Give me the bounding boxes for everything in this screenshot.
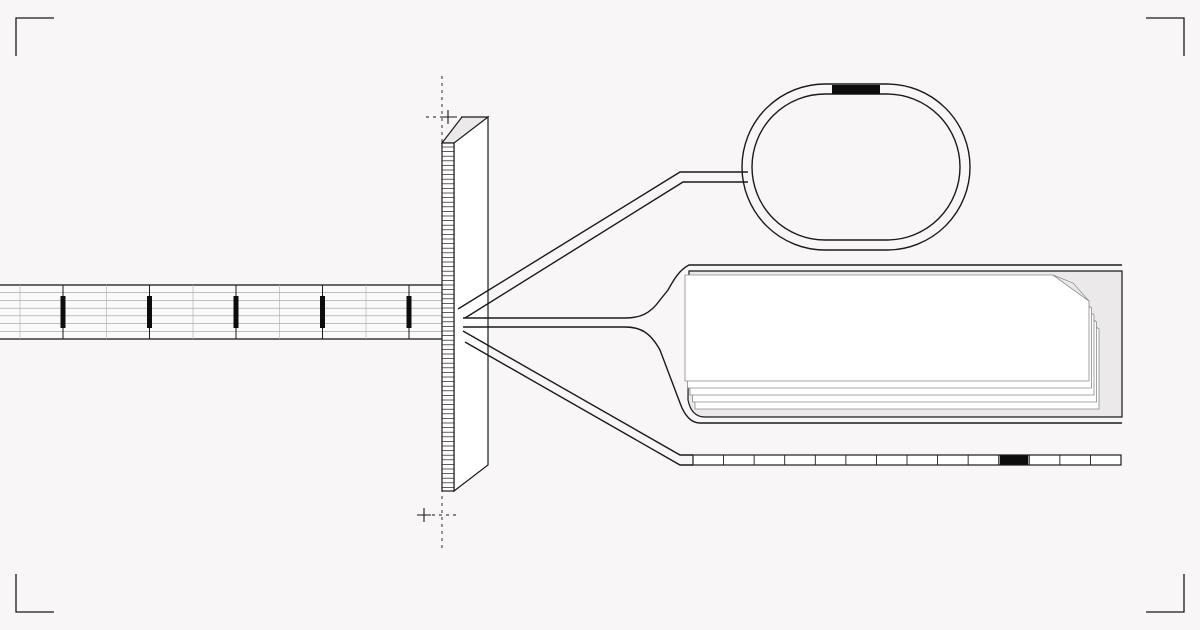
page-sheet bbox=[684, 274, 1090, 382]
crosshair-icon bbox=[417, 508, 431, 522]
input-tape-marks bbox=[19, 285, 412, 339]
input-tape-marker bbox=[147, 296, 152, 328]
output-tape-cells bbox=[723, 455, 1091, 465]
corner-bracket-icon bbox=[1146, 574, 1185, 613]
input-tape-marker bbox=[406, 296, 412, 328]
corner-bracket-icon bbox=[15, 574, 54, 613]
output-tape bbox=[692, 454, 1122, 466]
corner-bracket-icon bbox=[1146, 17, 1185, 56]
corner-brackets bbox=[15, 17, 1185, 613]
loop-track-outer bbox=[741, 83, 971, 251]
tube-middle bbox=[463, 264, 1122, 424]
input-tape-lines bbox=[0, 292, 442, 332]
input-tape-marker bbox=[320, 296, 325, 328]
loop-track bbox=[741, 83, 971, 251]
corner-bracket-icon bbox=[15, 17, 54, 56]
page-fold bbox=[1052, 274, 1090, 302]
page-stack bbox=[684, 274, 1100, 410]
loop-track-inner bbox=[751, 93, 961, 241]
tube-upper bbox=[457, 171, 748, 319]
crosshair-icon bbox=[441, 110, 455, 124]
tube-lower bbox=[462, 330, 693, 466]
output-tape-marker bbox=[999, 455, 1029, 465]
scanner-plate-ticks bbox=[442, 146, 454, 488]
output-tray bbox=[684, 270, 1123, 418]
input-tape-body bbox=[0, 284, 449, 340]
branch-tubes bbox=[457, 171, 1122, 466]
scanner-plate-side bbox=[453, 115, 489, 493]
input-tape-marker bbox=[233, 296, 239, 328]
input-tape bbox=[0, 284, 449, 340]
loop-track-marker bbox=[832, 85, 880, 94]
input-tape-marker bbox=[60, 296, 66, 328]
scanner-plate bbox=[440, 115, 490, 493]
